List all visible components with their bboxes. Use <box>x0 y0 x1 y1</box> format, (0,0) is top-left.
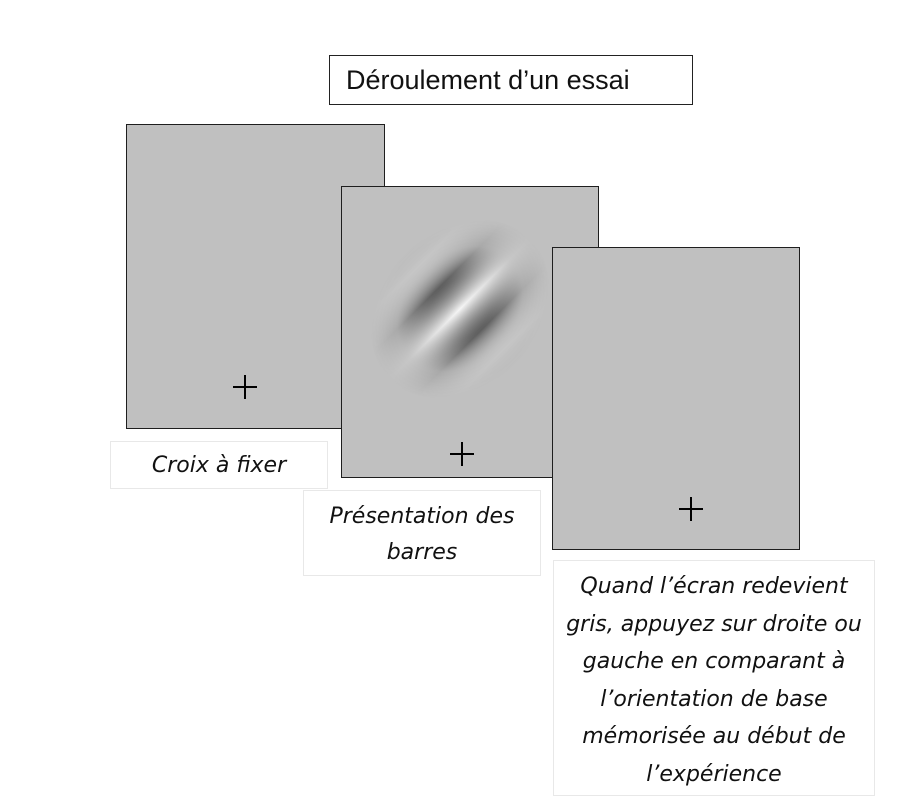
title-box: Déroulement d’un essai <box>329 55 693 105</box>
response-caption: Quand l’écran redevient gris, appuyez su… <box>553 560 875 796</box>
fixation-caption: Croix à fixer <box>110 441 328 489</box>
fixation-cross-icon <box>679 497 703 521</box>
gabor-patch <box>342 187 598 477</box>
stimulus-caption: Présentation des barres <box>303 490 541 576</box>
diagram-title: Déroulement d’un essai <box>346 65 630 95</box>
fixation-cross-icon <box>450 442 474 466</box>
stimulus-screen <box>341 186 599 478</box>
response-screen <box>552 247 800 550</box>
fixation-cross-icon <box>233 375 257 399</box>
